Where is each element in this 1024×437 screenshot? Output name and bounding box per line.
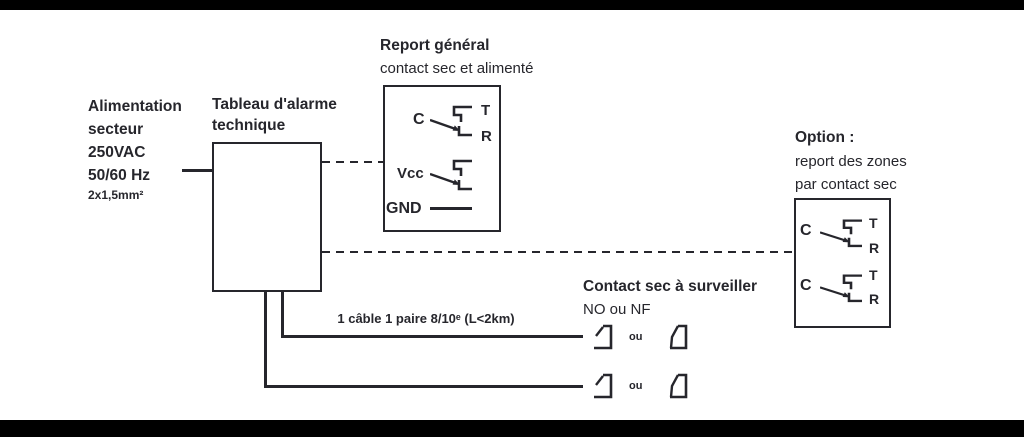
option-title: Option :: [795, 129, 855, 146]
monitored-subtitle: NO ou NF: [583, 301, 651, 318]
terminal-label-c: C: [800, 277, 812, 294]
power-wire-spec: 2x1,5mm²: [88, 188, 144, 202]
no-contact-icon: [583, 321, 617, 353]
report-subtitle: contact sec et alimenté: [380, 60, 534, 77]
terminal-label-t: T: [481, 102, 491, 119]
option-terminal-box: C T R C T R: [794, 198, 891, 328]
or-label: ou: [629, 331, 643, 343]
no-contact-icon: [583, 370, 617, 402]
power-line-1: Alimentation: [88, 98, 182, 115]
report-terminal-box: C T R Vcc GND: [383, 85, 501, 232]
bottom-edge-bar: [0, 420, 1024, 437]
terminal-label-c: C: [413, 111, 425, 128]
terminal-label-t: T: [869, 267, 878, 283]
mains-wire-stub: [182, 169, 212, 172]
power-line-2: secteur: [88, 121, 144, 138]
option-subtitle-line2: par contact sec: [795, 176, 897, 193]
nf-contact-icon: [658, 321, 692, 353]
panel-title-line2: technique: [212, 117, 286, 134]
monitored-title: Contact sec à surveiller: [583, 278, 758, 295]
report-title: Report général: [380, 37, 490, 54]
wire-vertical-row1: [281, 292, 284, 338]
cable-spec-label: 1 câble 1 paire 8/10ᵉ (L<2km): [337, 311, 515, 326]
panel-title-line1: Tableau d'alarme: [212, 96, 337, 113]
terminal-label-vcc: Vcc: [397, 165, 424, 182]
spdt-relay-icon: [820, 217, 862, 255]
spdt-relay-icon: [430, 103, 472, 145]
top-edge-bar: [0, 0, 1024, 10]
power-supply-label: Alimentation secteur 250VAC 50/60 Hz 2x1…: [88, 95, 182, 203]
terminal-label-r: R: [869, 291, 880, 307]
terminal-label-t: T: [869, 215, 878, 231]
terminal-label-c: C: [800, 222, 812, 239]
terminal-label-r: R: [869, 240, 880, 256]
wire-horizontal-row1: [281, 335, 583, 338]
or-label: ou: [629, 380, 643, 392]
power-line-3: 250VAC: [88, 144, 146, 161]
gnd-terminal-line: [430, 207, 472, 210]
nf-contact-icon: [658, 370, 692, 402]
panel-title: Tableau d'alarme technique: [212, 94, 337, 136]
wire-vertical-row2: [264, 292, 267, 388]
terminal-label-gnd: GND: [386, 200, 422, 217]
dashed-link-option: [322, 251, 794, 253]
alarm-panel-box: [212, 142, 322, 292]
wire-horizontal-row2: [264, 385, 583, 388]
option-subtitle-line1: report des zones: [795, 153, 907, 170]
dashed-link-report: [322, 161, 383, 163]
terminal-label-r: R: [481, 128, 492, 145]
spdt-relay-icon: [430, 157, 472, 199]
spdt-relay-icon: [820, 272, 862, 310]
power-line-4: 50/60 Hz: [88, 167, 151, 184]
